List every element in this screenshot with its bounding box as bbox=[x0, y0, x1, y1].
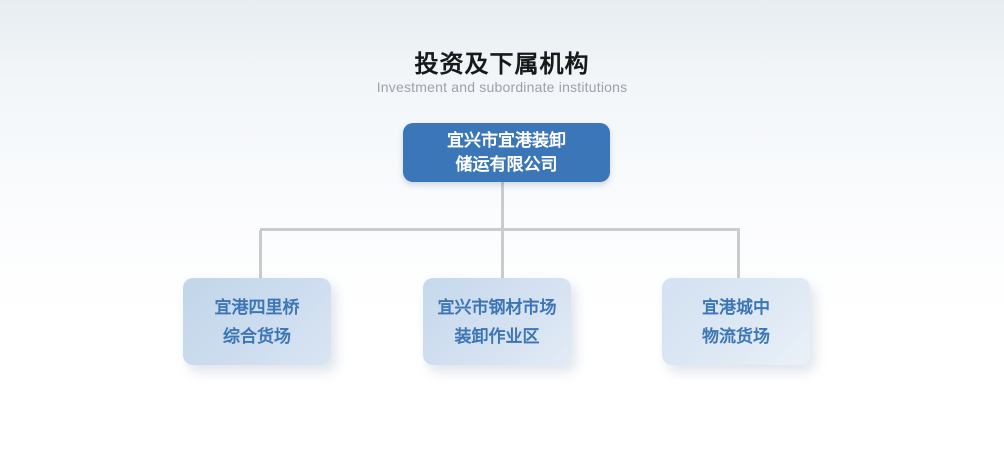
org-node-child-3-line1: 宜港城中 bbox=[702, 297, 770, 317]
page-subtitle: Investment and subordinate institutions bbox=[376, 79, 628, 95]
connector-root-vertical bbox=[501, 182, 504, 229]
org-node-child-1: 宜港四里桥 综合货场 bbox=[183, 278, 331, 365]
org-node-root: 宜兴市宜港装卸 储运有限公司 bbox=[403, 123, 610, 182]
org-node-child-3: 宜港城中 物流货场 bbox=[662, 278, 810, 365]
connector-middle-vertical bbox=[501, 230, 504, 278]
org-node-child-2-line1: 宜兴市钢材市场 bbox=[437, 297, 557, 317]
org-node-child-1-line1: 宜港四里桥 bbox=[214, 297, 300, 317]
org-node-child-3-line2: 物流货场 bbox=[702, 326, 770, 346]
org-node-child-2-line2: 装卸作业区 bbox=[454, 326, 540, 346]
connector-horizontal bbox=[260, 228, 740, 231]
org-node-root-line1: 宜兴市宜港装卸 bbox=[447, 130, 566, 150]
connector-left-vertical bbox=[259, 230, 262, 278]
org-node-root-line2: 储运有限公司 bbox=[455, 154, 558, 174]
org-node-child-2: 宜兴市钢材市场 装卸作业区 bbox=[423, 278, 571, 365]
connector-right-vertical bbox=[737, 230, 740, 278]
page-title: 投资及下属机构 bbox=[414, 51, 590, 78]
org-node-child-1-line2: 综合货场 bbox=[223, 326, 291, 346]
